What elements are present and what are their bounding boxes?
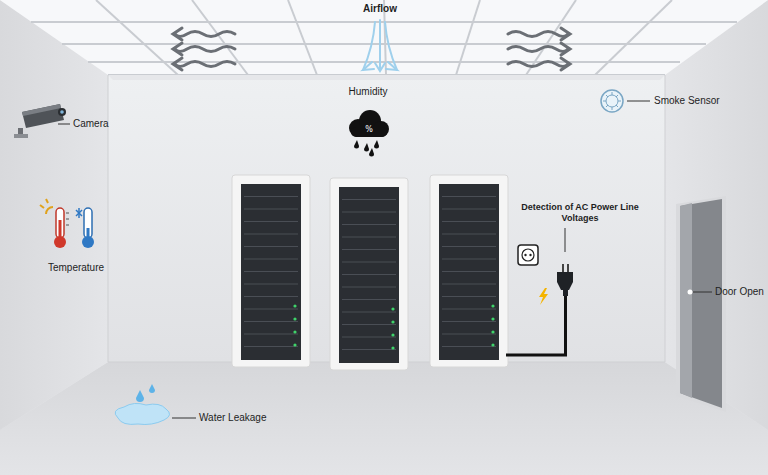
- rack-slat: [342, 299, 396, 300]
- rack-slat: [244, 284, 298, 285]
- rack-slat: [442, 209, 496, 210]
- rack-slat: [342, 199, 396, 200]
- rack-slat: [442, 321, 496, 322]
- rack-slat: [342, 312, 396, 313]
- rack-slat: [244, 209, 298, 210]
- rack-slat: [342, 212, 396, 213]
- status-led: [391, 307, 394, 310]
- power-detection-label: Detection of AC Power Line Voltages: [521, 202, 639, 224]
- water-leakage-label: Water Leakage: [199, 412, 266, 424]
- rack-slat: [442, 346, 496, 347]
- rack-slat: [342, 274, 396, 275]
- status-led: [391, 333, 394, 336]
- rack-slat: [244, 196, 298, 197]
- rack-slat: [442, 221, 496, 222]
- rack-slat: [442, 259, 496, 260]
- rack-slat: [342, 262, 396, 263]
- status-led: [293, 304, 296, 307]
- status-led: [491, 343, 494, 346]
- rack-slat: [244, 271, 298, 272]
- camera-label: Camera: [73, 118, 109, 130]
- rack-slat: [244, 259, 298, 260]
- rack-slat: [442, 284, 496, 285]
- rack-slat: [442, 196, 496, 197]
- rack-slat: [244, 346, 298, 347]
- status-led: [293, 317, 296, 320]
- rack-slat: [442, 296, 496, 297]
- status-led: [293, 343, 296, 346]
- rack-slat: [244, 234, 298, 235]
- status-led: [391, 320, 394, 323]
- rack-slat: [244, 321, 298, 322]
- status-led: [491, 317, 494, 320]
- rack-slat: [244, 309, 298, 310]
- rack-slat: [442, 309, 496, 310]
- rack-slat: [244, 221, 298, 222]
- rack-slat: [244, 334, 298, 335]
- status-led: [391, 346, 394, 349]
- rack-slat: [244, 246, 298, 247]
- status-led: [491, 304, 494, 307]
- rack-slat: [342, 249, 396, 250]
- rack-slat: [342, 224, 396, 225]
- svg-text:%: %: [365, 125, 373, 134]
- rack-slat: [442, 271, 496, 272]
- humidity-label: Humidity: [328, 86, 408, 98]
- airflow-label: Airflow: [340, 3, 420, 15]
- rack-slat: [244, 296, 298, 297]
- status-led: [491, 330, 494, 333]
- status-led: [293, 330, 296, 333]
- rack-slat: [442, 334, 496, 335]
- smoke-sensor-label: Smoke Sensor: [654, 95, 720, 107]
- rack-slat: [442, 246, 496, 247]
- rack-slat: [342, 287, 396, 288]
- door-open-label: Door Open: [715, 286, 764, 298]
- rack-slat: [342, 324, 396, 325]
- rack-slat: [442, 234, 496, 235]
- rack-slat: [342, 349, 396, 350]
- temperature-label: Temperature: [31, 262, 121, 274]
- rack-slat: [342, 337, 396, 338]
- rack-slat: [342, 237, 396, 238]
